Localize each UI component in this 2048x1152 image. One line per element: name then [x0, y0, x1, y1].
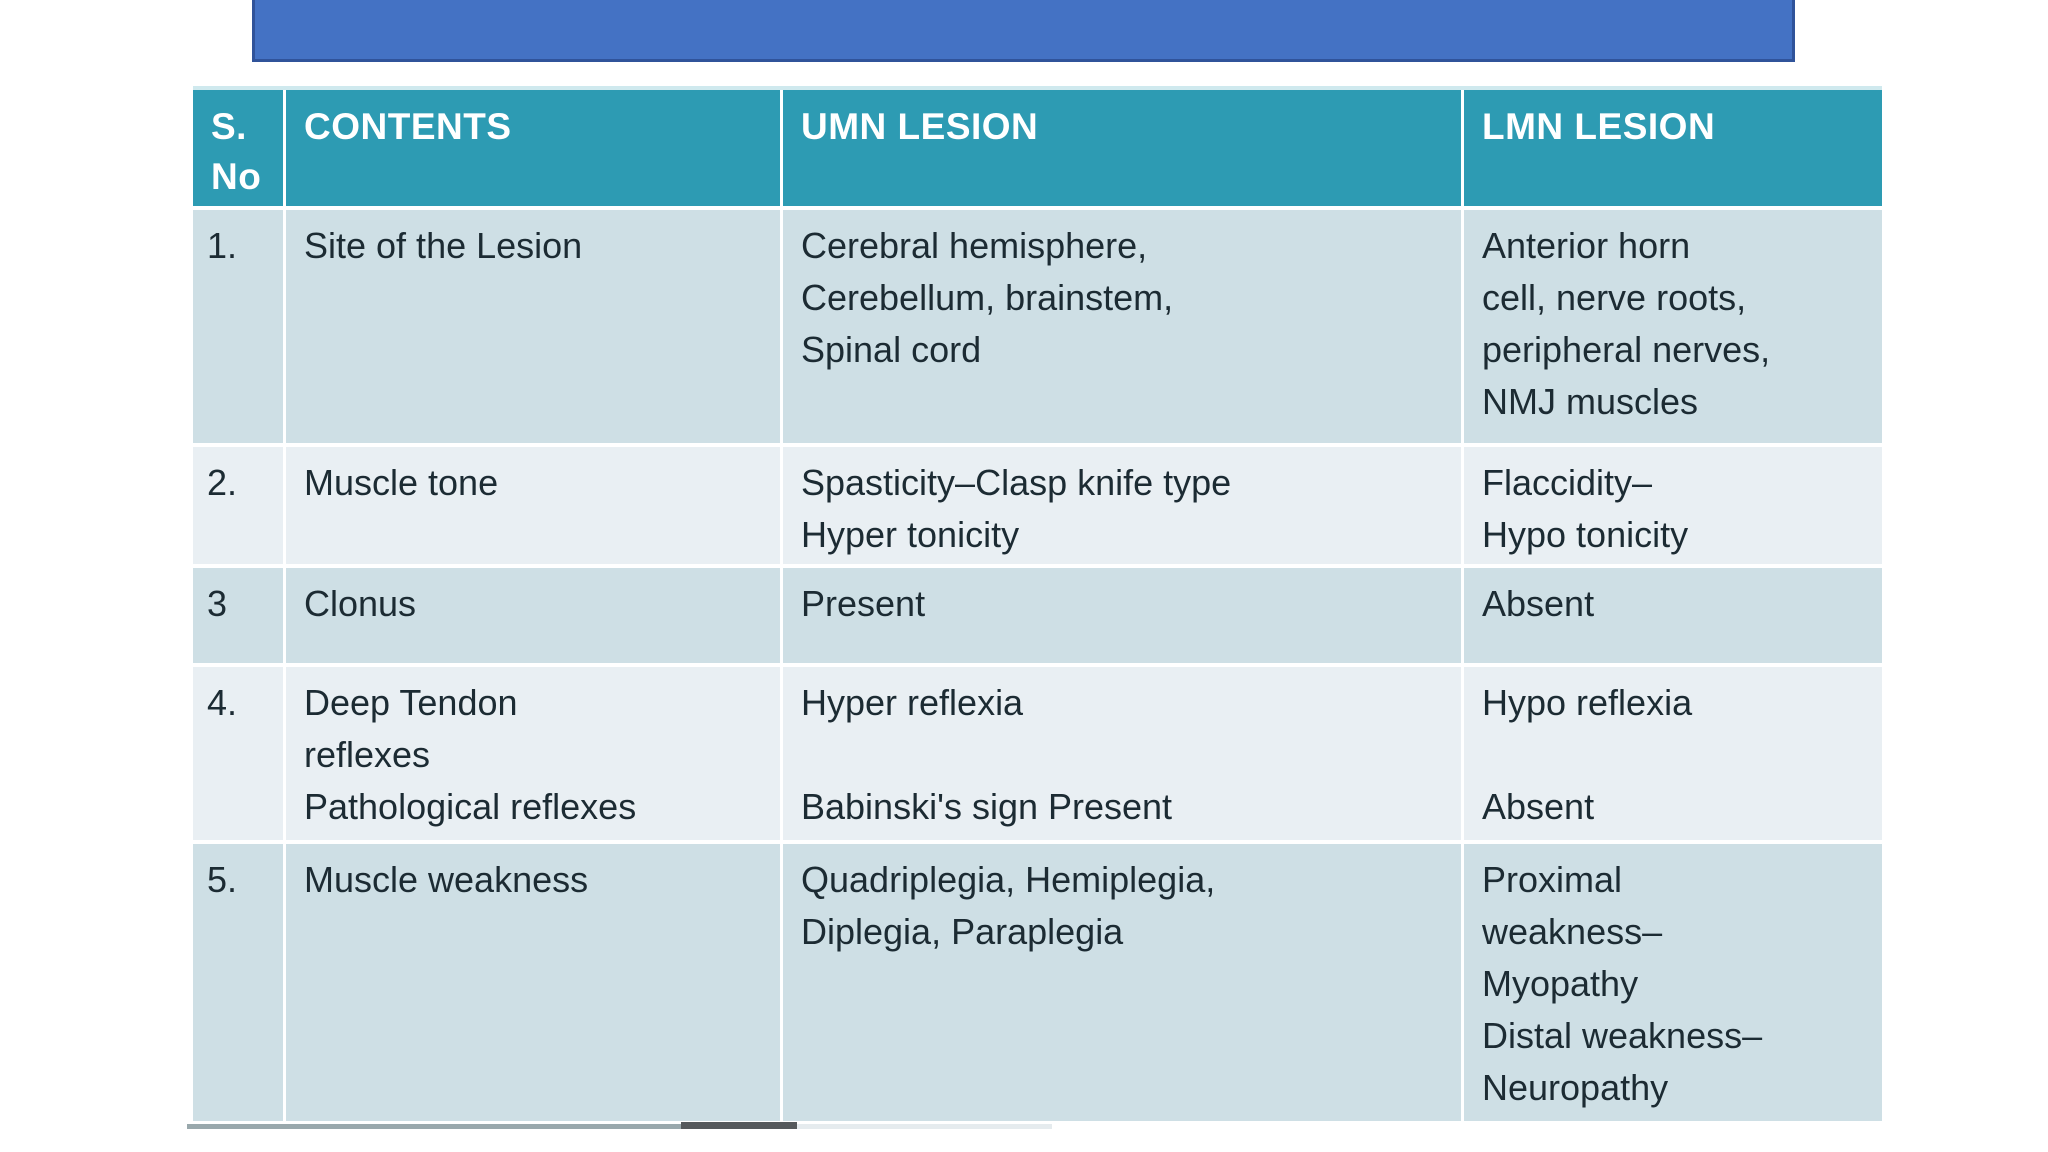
row2-contents: Muscle tone: [286, 447, 780, 564]
row3-contents: Clonus: [286, 568, 780, 663]
bottom-edge-line-left: [187, 1124, 681, 1129]
title-banner: [252, 0, 1795, 62]
row4-lmn: Hypo reflexia Absent: [1464, 667, 1882, 840]
row5-contents: Muscle weakness: [286, 844, 780, 1121]
row2-lmn: Flaccidity– Hypo tonicity: [1464, 447, 1882, 564]
row5-umn: Quadriplegia, Hemiplegia, Diplegia, Para…: [783, 844, 1461, 1121]
row3-lmn: Absent: [1464, 568, 1882, 663]
header-lmn: LMN LESION: [1464, 90, 1882, 206]
row1-contents: Site of the Lesion: [286, 210, 780, 443]
header-sno: S. No: [193, 90, 283, 206]
row5-number: 5.: [193, 844, 283, 1121]
umn-lmn-comparison-table: S. No CONTENTS UMN LESION LMN LESION 1. …: [193, 90, 1882, 1121]
row1-umn: Cerebral hemisphere, Cerebellum, brainst…: [783, 210, 1461, 443]
header-contents: CONTENTS: [286, 90, 780, 206]
row2-number: 2.: [193, 447, 283, 564]
row2-umn: Spasticity–Clasp knife type Hyper tonici…: [783, 447, 1461, 564]
row3-number: 3: [193, 568, 283, 663]
bottom-edge-line-faint: [797, 1124, 1052, 1129]
table-top-edge: [193, 86, 1882, 90]
row4-number: 4.: [193, 667, 283, 840]
row5-lmn: Proximal weakness– Myopathy Distal weakn…: [1464, 844, 1882, 1121]
row1-number: 1.: [193, 210, 283, 443]
row4-contents: Deep Tendon reflexes Pathological reflex…: [286, 667, 780, 840]
row3-umn: Present: [783, 568, 1461, 663]
row1-lmn: Anterior horn cell, nerve roots, periphe…: [1464, 210, 1882, 443]
row4-umn: Hyper reflexia Babinski's sign Present: [783, 667, 1461, 840]
header-umn: UMN LESION: [783, 90, 1461, 206]
bottom-edge-line-dark: [681, 1122, 797, 1129]
